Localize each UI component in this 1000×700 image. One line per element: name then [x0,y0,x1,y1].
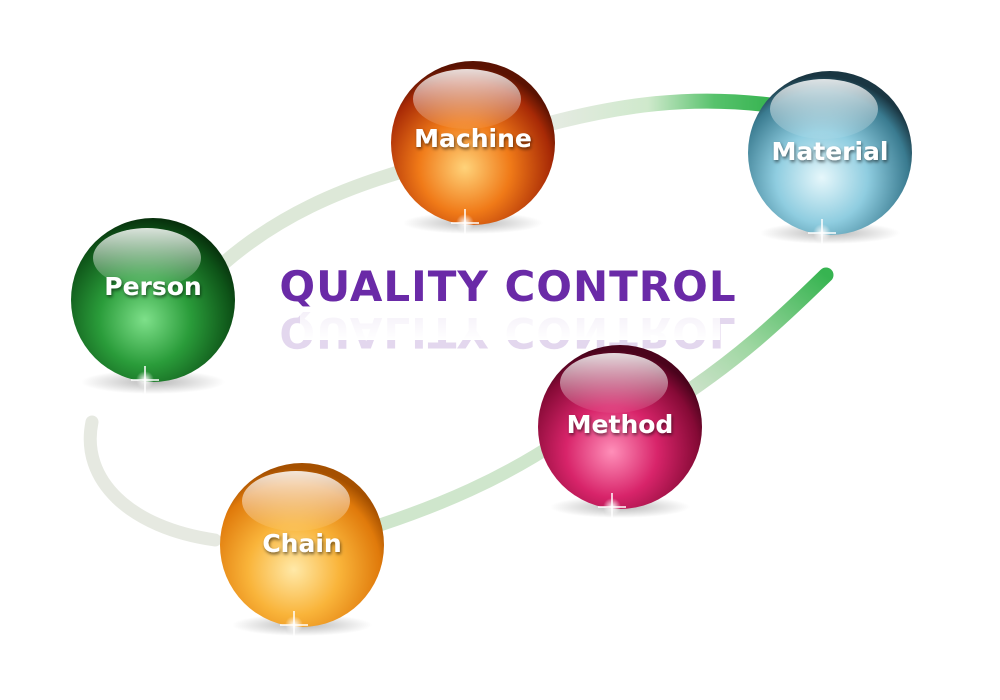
diagram-title: QUALITY CONTROL [279,262,736,311]
path-segment-person-to-machine [218,165,407,269]
node-person: Person [71,218,235,394]
path-segment-chain-to-method [373,433,567,532]
node-person-label: Person [104,272,201,301]
node-chain-gloss [242,471,350,531]
diagram-title-group: QUALITY CONTROL QUALITY CONTROL [279,262,736,357]
node-chain-label: Chain [262,529,341,558]
sparkle-icon [808,219,836,247]
title-reflection-fade [300,306,720,340]
sparkle-icon [280,611,308,639]
node-person-gloss [93,228,201,288]
node-method: Method [538,345,702,521]
node-material-label: Material [772,137,889,166]
sparkle-icon [451,209,479,237]
node-method-gloss [560,353,668,413]
sparkle-icon [598,493,626,521]
sparkle-icon [131,366,159,394]
node-machine-gloss [413,69,521,129]
node-chain: Chain [220,463,384,639]
path-segment-chain-to-person [83,415,222,547]
path-segment-machine-to-material [540,93,778,132]
node-method-label: Method [567,410,674,439]
node-machine: Machine [391,61,555,237]
node-machine-label: Machine [414,124,532,153]
node-material: Material [748,71,912,247]
node-material-gloss [770,79,878,139]
